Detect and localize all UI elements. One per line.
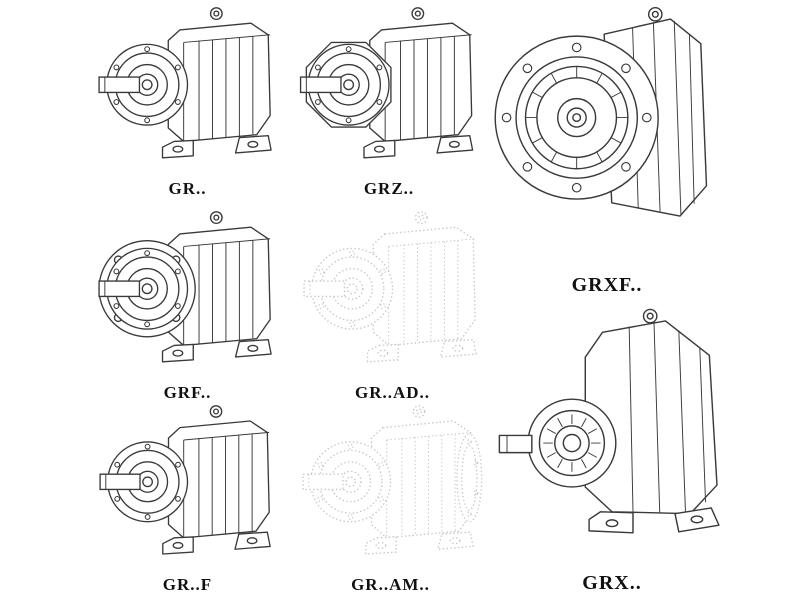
grad-gearbox-drawing [290, 208, 495, 381]
figure-grxf: GRXF.. [482, 2, 732, 298]
figure-label-gram: GR..AM.. [351, 575, 430, 594]
grz-gearbox-drawing [290, 4, 488, 177]
figure-grz: GRZ.. [290, 4, 488, 200]
figure-label-grf: GRF.. [163, 383, 212, 402]
figure-grff: GR..F [85, 402, 290, 596]
figure-label-grxf: GRXF.. [571, 274, 643, 296]
grxf-gearbox-drawing [482, 2, 732, 272]
figure-gr: GR.. [85, 4, 290, 200]
figure-gram: GR..AM.. [288, 402, 493, 596]
gr-gearbox-drawing [85, 4, 290, 177]
figure-grf: GRF.. [85, 208, 290, 404]
figure-label-grz: GRZ.. [363, 179, 415, 198]
grxf-gearbox-svg [494, 6, 708, 217]
gram-gearbox-svg [302, 405, 483, 555]
grx-gearbox-drawing [482, 298, 742, 570]
grx-gearbox-svg [498, 308, 720, 534]
grad-gearbox-svg [303, 211, 477, 363]
figure-grad: GR..AD.. [290, 208, 495, 404]
grff-gearbox-svg [99, 405, 271, 555]
figure-grx: GRX.. [482, 298, 742, 596]
figure-label-gr: GR.. [168, 179, 207, 198]
figure-label-grff: GR..F [162, 575, 213, 594]
grf-gearbox-svg [98, 211, 272, 363]
grff-gearbox-drawing [85, 402, 290, 573]
gram-gearbox-drawing [288, 402, 493, 573]
gr-gearbox-svg [98, 7, 272, 159]
figure-label-grx: GRX.. [582, 572, 642, 594]
grf-gearbox-drawing [85, 208, 290, 381]
figure-label-grad: GR..AD.. [354, 383, 431, 402]
grz-gearbox-svg [299, 7, 474, 159]
